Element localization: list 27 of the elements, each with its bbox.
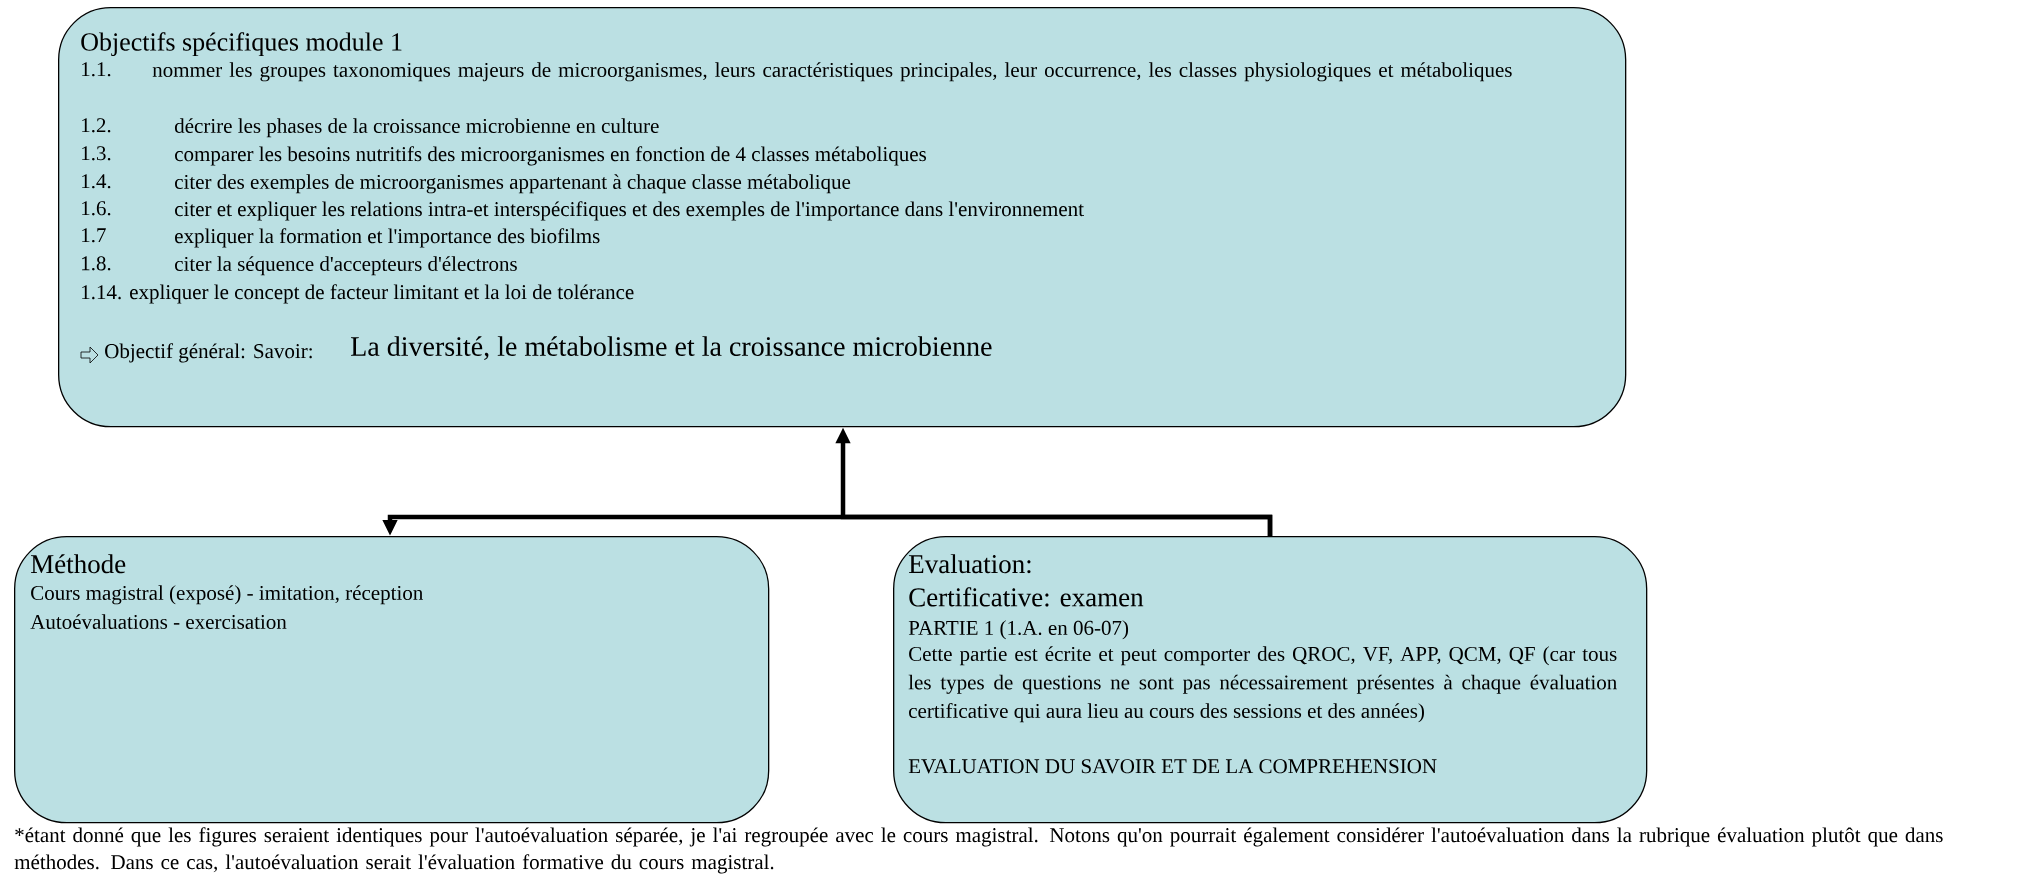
body-text: Cours magistral (exposé) - imitation, réception [31,585,423,605]
heading: Evaluation: [909,554,1031,574]
heading: Objectifs spécifiques module 1 [81,32,402,57]
footnote: *étant donné que les figures seraient identiques pour l'autoévaluation séparée, je l'ai regroupée avec le cours magistral. Notons qu'on pourrait également considérer l'autoévaluation dans la rubrique évaluation plutôt que dans méthodes. Dans ce cas, l'autoévaluation serait l'évaluation formative du cours magistral. [14,827,1943,874]
body-text: PARTIE 1 (1.A. en 06-07) [908,620,1129,640]
list-item: expliquer la formation et l'importance des biofilms [175,228,600,248]
list-number: 1.7 [82,228,106,243]
list-number: 1.4. [82,174,111,189]
list-number: 1.2. [82,118,111,133]
list-item: citer des exemples de microorganismes appartenant à chaque classe métabolique [175,174,851,194]
list-item: nommer les groupes taxonomiques majeurs de microorganismes, leurs caractéristiques principales, leur occurrence, les classes physiologiques et métaboliques [152,62,1512,82]
list-number: 1.8. [82,256,111,271]
paragraph: Cette partie est écrite et peut comporter des QROC, VF, APP, QCM, QF (car tous les types de questions ne sont pas nécessairement présentes à chaque évaluation certificative qui aura lieu au cours des sessions et des années) [908,646,1617,723]
body-text: Autoévaluations - exercisation [30,614,287,629]
subheading: Certificative: examen [909,587,1144,607]
list-number: 1.1. [82,62,111,77]
list-item: citer la séquence d'accepteurs d'électrons [175,256,517,276]
list-item: décrire les phases de la croissance microbienne en culture [174,118,659,138]
body-text: EVALUATION DU SAVOIR ET DE LA COMPREHENSION [908,759,1437,774]
label-text: Objectif général: Savoir: [105,343,312,363]
list-item: comparer les besoins nutritifs des microorganismes en fonction de 4 classes métaboliques [175,146,927,166]
list-item: 1.14. expliquer le concept de facteur limitant et la loi de tolérance [82,284,634,304]
list-item: citer et expliquer les relations intra-et interspécifiques et des exemples de l'importance dans l'environnement [175,201,1084,221]
heading: Méthode [31,554,126,574]
goal-text: La diversité, le métabolisme et la croissance microbienne [351,336,992,360]
list-number: 1.6. [82,201,111,216]
list-number: 1.3. [82,146,111,161]
